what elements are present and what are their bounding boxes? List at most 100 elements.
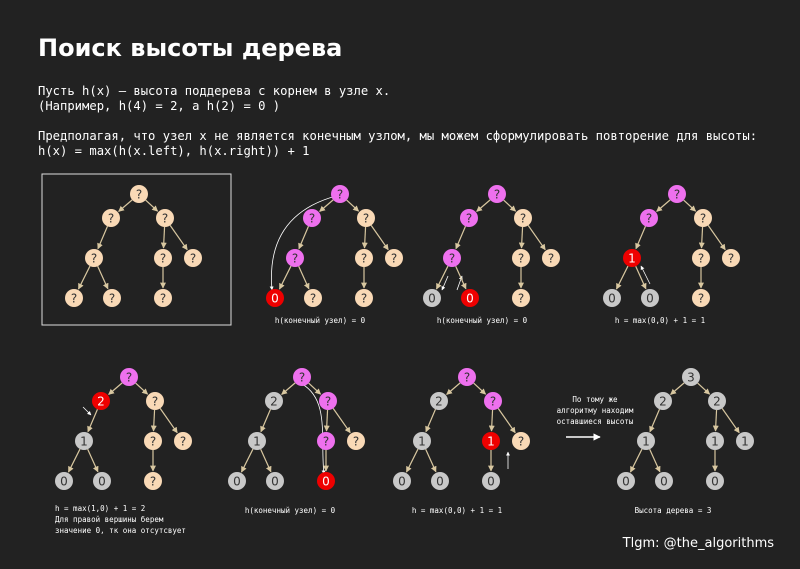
tree-node-8 <box>512 289 530 307</box>
tree-node-label: 2 <box>713 395 721 409</box>
tree-node-0 <box>130 185 148 203</box>
tree-node-label: ? <box>728 252 734 266</box>
tree-edge <box>455 265 467 290</box>
tree-node-6 <box>266 289 284 307</box>
tree-edge <box>169 225 188 251</box>
tree-node-2 <box>708 392 726 410</box>
tree-node-0 <box>120 368 138 386</box>
tree-node-label: ? <box>126 371 132 385</box>
tree-edge <box>712 409 719 432</box>
tree-node-label: ? <box>698 252 704 266</box>
tree-node-label: 3 <box>687 371 695 385</box>
tree-node-7 <box>103 289 121 307</box>
tree-edge <box>527 225 546 251</box>
tree-node-label: 2 <box>97 395 105 409</box>
credit-handle: Tlgm: @the_algorithms <box>622 536 774 551</box>
tree-node-label: ? <box>310 292 316 306</box>
tree-node-0 <box>293 368 311 386</box>
tree-edge <box>323 409 330 432</box>
tree-node-label: 0 <box>98 475 106 489</box>
tree-edge <box>145 199 159 212</box>
tree-node-label: ? <box>292 252 298 266</box>
tree-node-label: ? <box>464 371 470 385</box>
tree-node-label: ? <box>518 292 524 306</box>
tree-node-3 <box>623 249 641 267</box>
tree-node-4 <box>482 432 500 450</box>
tree-node-label: ? <box>700 212 706 226</box>
middle-note-2: алгоритму находим <box>557 406 634 415</box>
tree-edge <box>87 409 99 433</box>
tree-node-7 <box>93 472 111 490</box>
panel-caption: Высота дерева = 3 <box>635 506 712 515</box>
tree-edge <box>308 382 322 395</box>
tree-edge <box>370 225 389 251</box>
tree-edge <box>278 265 292 290</box>
panel-caption: h = max(0,0) + 1 = 1 <box>412 506 502 515</box>
tree-node-label: ? <box>353 435 359 449</box>
tree-node-label: ? <box>698 292 704 306</box>
tree-node-8 <box>154 289 172 307</box>
panel-caption-line: Для правой вершины берем <box>55 515 164 524</box>
tree-node-label: 0 <box>436 475 444 489</box>
tree-edge <box>635 265 647 290</box>
tree-node-label: ? <box>136 188 142 202</box>
tree-node-label: ? <box>323 435 329 449</box>
tree-node-7 <box>461 289 479 307</box>
panel-caption: h(конечный узел) = 0 <box>437 316 528 325</box>
tree-node-6 <box>55 472 73 490</box>
traversal-arrow-2a <box>441 275 449 291</box>
tree-panel-1: ????????? <box>65 185 202 307</box>
traversal-arrow-3 <box>640 265 651 285</box>
tree-edge <box>260 409 272 433</box>
tree-node-label: ? <box>494 188 500 202</box>
tree-node-1 <box>92 392 110 410</box>
tree-node-label: ? <box>361 292 367 306</box>
traversal-arrow-5 <box>301 383 326 475</box>
tree-edge <box>435 265 449 290</box>
middle-note-3: оставшиеся высоты <box>557 417 634 426</box>
tree-node-label: 0 <box>622 475 630 489</box>
middle-note-1: По тому же <box>572 395 618 404</box>
tree-node-label: ? <box>518 435 524 449</box>
tree-edge <box>615 265 629 290</box>
tree-edge <box>518 226 525 249</box>
tree-node-3 <box>75 432 93 450</box>
tree-edge <box>497 408 516 434</box>
tree-edge <box>656 199 671 212</box>
tree-edge <box>240 448 254 473</box>
tree-node-label: 2 <box>659 395 667 409</box>
tree-node-label: ? <box>152 395 158 409</box>
intro-line-2: (Например, h(4) = 2, а h(2) = 0 ) <box>38 99 281 113</box>
tree-node-5 <box>385 249 403 267</box>
tree-edge <box>135 382 149 395</box>
tree-node-1 <box>460 209 478 227</box>
panel-caption-line: h = max(1,0) + 1 = 2 <box>55 504 145 513</box>
tree-node-8 <box>706 472 724 490</box>
tree-node-3 <box>637 432 655 450</box>
tree-node-label: 1 <box>418 435 426 449</box>
tree-node-label: 1 <box>253 435 261 449</box>
tree-edge <box>698 226 705 249</box>
recurrence-formula: h(x) = max(h(x.left), h(x.right)) + 1 <box>38 144 310 158</box>
intro-line-1: Пусть h(x) — высота поддерева с корнем в… <box>38 84 391 98</box>
tree-edge <box>446 382 461 395</box>
tree-edge <box>159 408 178 434</box>
tree-edge <box>281 382 296 395</box>
tree-edge <box>77 265 91 290</box>
tree-node-label: 0 <box>428 292 436 306</box>
tree-node-label: 2 <box>270 395 278 409</box>
tree-node-label: ? <box>391 252 397 266</box>
tree-edge <box>670 382 685 395</box>
tree-node-0 <box>488 185 506 203</box>
tree-node-3 <box>286 249 304 267</box>
tree-edge <box>683 199 697 212</box>
tree-node-5 <box>736 432 754 450</box>
tree-node-label: ? <box>160 292 166 306</box>
tree-node-5 <box>542 249 560 267</box>
tree-node-label: ? <box>180 435 186 449</box>
